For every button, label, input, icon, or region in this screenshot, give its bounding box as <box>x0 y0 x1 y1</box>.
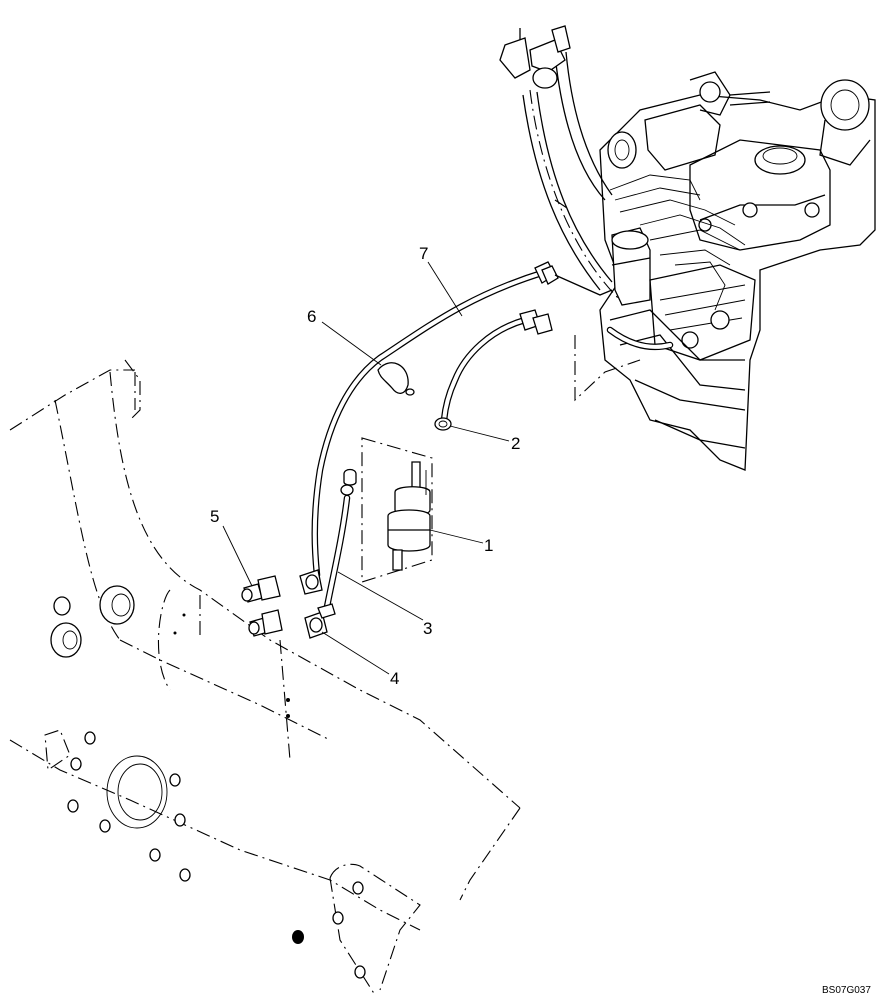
chassis-frame <box>9 359 521 996</box>
callout-4: 4 <box>390 669 399 688</box>
drawing-code: BS07G037 <box>822 985 871 996</box>
fuel-hose-7[interactable] <box>311 268 549 579</box>
hose-clamp-2[interactable] <box>434 417 452 431</box>
fuel-hose-upper[interactable] <box>440 309 553 424</box>
callout-labels: 1 2 3 4 5 6 7 <box>210 244 520 688</box>
callout-1: 1 <box>484 536 493 555</box>
fitting-4[interactable] <box>248 603 336 639</box>
callout-7: 7 <box>419 244 428 263</box>
fitting-5[interactable] <box>241 569 323 603</box>
hose-7-end-fitting[interactable] <box>534 261 613 296</box>
fuel-filter-1[interactable] <box>361 437 433 583</box>
callout-3: 3 <box>423 619 432 638</box>
callout-2: 2 <box>511 434 520 453</box>
hose-clip-6[interactable] <box>377 362 415 396</box>
callout-6: 6 <box>307 307 316 326</box>
leader-lines <box>222 261 510 675</box>
fuel-hose-3[interactable] <box>322 468 357 616</box>
callout-5: 5 <box>210 507 219 526</box>
engine-assembly <box>499 25 876 471</box>
frame-bolt-group <box>67 613 366 979</box>
